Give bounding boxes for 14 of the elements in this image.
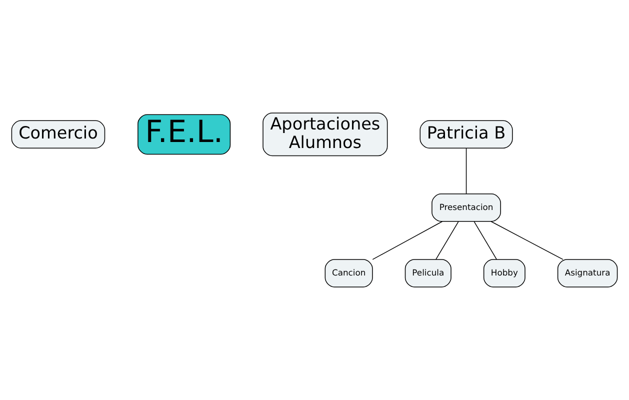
node-box: Comercio [11, 120, 106, 149]
connector [490, 221, 564, 260]
node-box: Aportaciones Alumnos [262, 112, 388, 156]
connector [436, 221, 459, 260]
connector [474, 221, 498, 260]
node-box: F.E.L. [138, 114, 231, 155]
connector [372, 221, 443, 260]
node-box: Asignatura [557, 259, 618, 288]
node-box: Hobby [483, 259, 526, 288]
connector [466, 148, 467, 194]
node-box: Patricia B [420, 120, 513, 149]
node-box: Pelicula [404, 259, 452, 288]
node-box: Cancion [324, 259, 373, 288]
node-box: Presentacion [432, 194, 501, 222]
